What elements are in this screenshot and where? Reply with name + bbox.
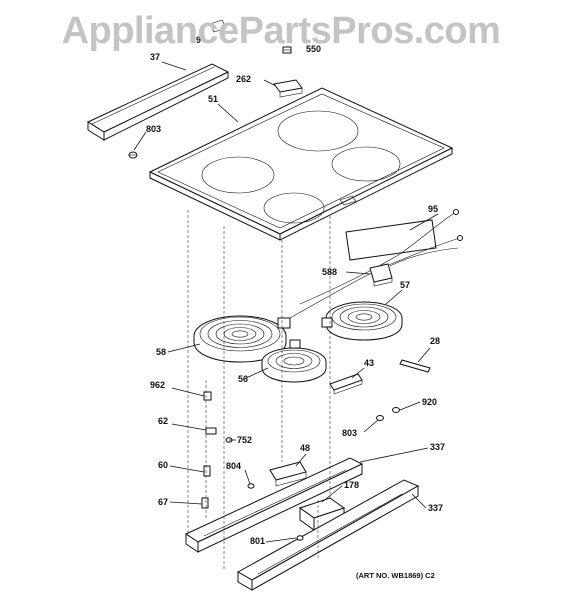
callout-337-upper: 337 xyxy=(430,442,445,452)
screw-804 xyxy=(247,483,255,489)
rod-28 xyxy=(399,359,431,373)
wire-harness-95 xyxy=(289,209,463,319)
callout-262: 262 xyxy=(236,74,251,84)
callout-962: 962 xyxy=(150,380,165,390)
callout-labels: 9 37 550 262 51 803 95 588 57 58 28 43 5… xyxy=(146,35,445,580)
screw-803-top xyxy=(128,151,138,159)
callout-56: 56 xyxy=(238,374,248,384)
screw-801 xyxy=(296,535,304,541)
callout-752: 752 xyxy=(237,435,252,445)
glass-cooktop-51 xyxy=(148,87,454,241)
callout-801: 801 xyxy=(250,536,265,546)
callout-37: 37 xyxy=(150,52,160,62)
callout-803-mid: 803 xyxy=(342,428,357,438)
callout-804: 804 xyxy=(226,461,241,471)
callout-803-top: 803 xyxy=(146,124,161,134)
callout-43: 43 xyxy=(364,358,374,368)
clip-962 xyxy=(203,391,212,401)
callout-588: 588 xyxy=(322,267,337,277)
callout-920: 920 xyxy=(422,397,437,407)
callout-62: 62 xyxy=(158,416,168,426)
trim-strip-37 xyxy=(86,19,230,141)
bracket-43 xyxy=(329,373,363,395)
element-57 xyxy=(321,301,403,341)
callout-550: 550 xyxy=(306,44,321,54)
callout-337-lower: 337 xyxy=(428,503,443,513)
callout-57: 57 xyxy=(400,280,410,290)
screw-803-mid xyxy=(376,415,384,421)
bracket-262 xyxy=(273,79,303,98)
callout-60: 60 xyxy=(158,460,168,470)
callout-28: 28 xyxy=(430,336,440,346)
element-56 xyxy=(261,339,327,383)
screw-920 xyxy=(392,407,400,413)
art-number: (ART NO. WB1869) C2 xyxy=(356,571,435,580)
callout-95a: 9 xyxy=(196,35,201,45)
watermark-logo: AppliancePartsPros.com xyxy=(61,10,501,52)
alignment-lines xyxy=(187,210,331,570)
callout-95: 95 xyxy=(428,204,438,214)
channel-337-upper xyxy=(184,457,364,553)
leader-lines xyxy=(133,61,439,543)
channel-337-lower xyxy=(236,479,420,591)
callout-178: 178 xyxy=(344,480,359,490)
screw-550 xyxy=(282,46,292,54)
post-67 xyxy=(201,497,209,509)
block-48 xyxy=(269,461,307,487)
callout-48: 48 xyxy=(300,443,310,453)
callout-51: 51 xyxy=(208,94,218,104)
post-60 xyxy=(203,465,211,477)
clip-62 xyxy=(205,427,217,435)
callout-67: 67 xyxy=(158,497,168,507)
switch-588 xyxy=(369,263,393,287)
callout-58: 58 xyxy=(156,347,166,357)
